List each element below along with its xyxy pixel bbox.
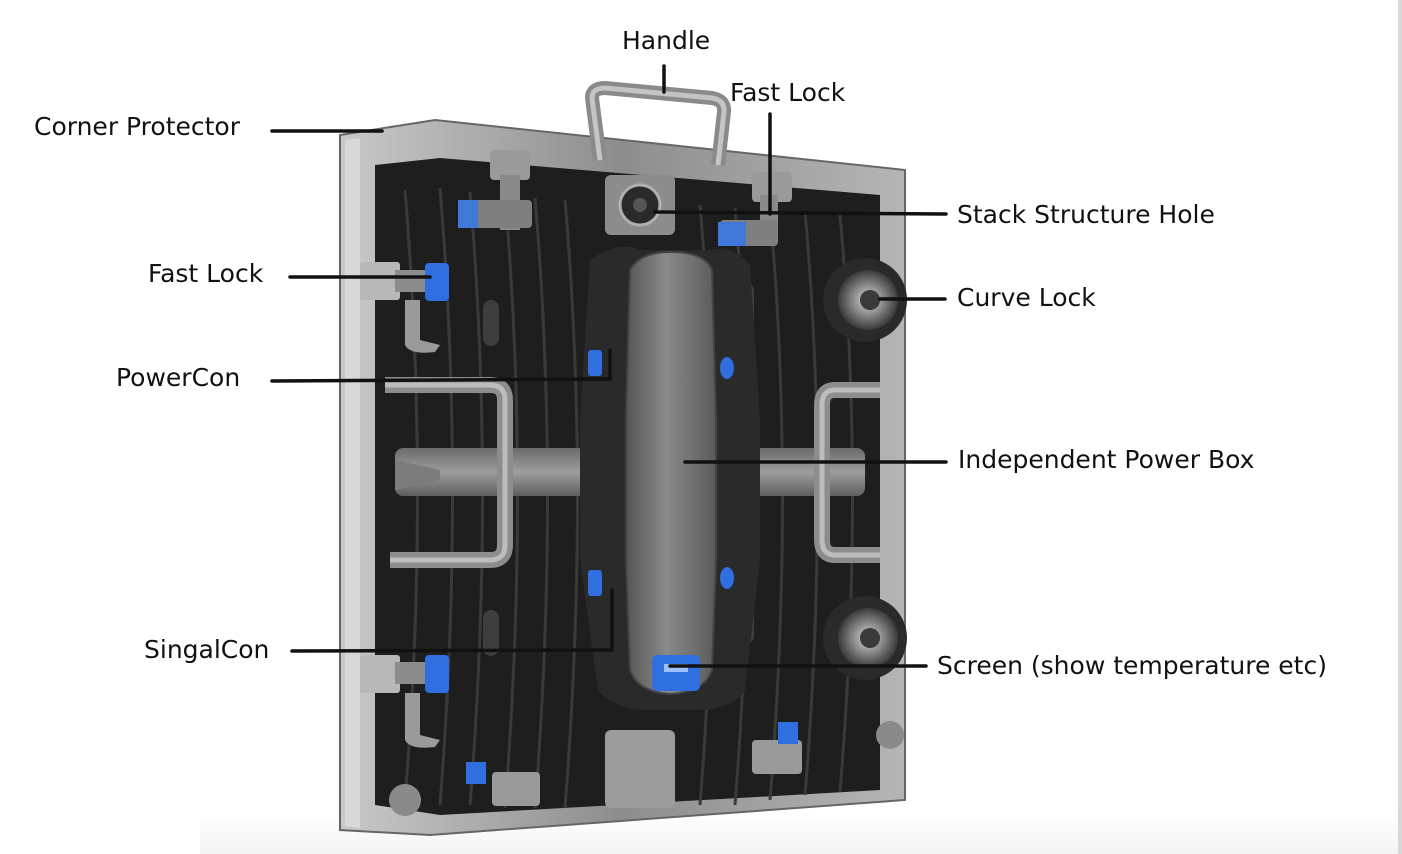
curve-locks xyxy=(823,258,907,680)
stack-structure-hole-shape xyxy=(605,175,675,235)
label-fast-lock-left: Fast Lock xyxy=(148,259,264,288)
label-stack-structure-hole: Stack Structure Hole xyxy=(957,200,1215,229)
label-curve-lock: Curve Lock xyxy=(957,283,1096,312)
label-powercon: PowerCon xyxy=(116,363,241,392)
label-handle: Handle xyxy=(622,26,711,55)
right-edge xyxy=(1398,0,1402,854)
label-corner-protector: Corner Protector xyxy=(34,112,241,141)
label-singalcon: SingalCon xyxy=(144,635,270,664)
left-fast-locks xyxy=(360,262,449,748)
label-independent-power-box: Independent Power Box xyxy=(958,445,1255,474)
side-handles xyxy=(385,377,880,568)
label-screen: Screen (show temperature etc) xyxy=(937,651,1327,680)
handle-shape xyxy=(585,81,732,166)
bottom-brackets xyxy=(389,721,904,816)
label-fast-lock-top: Fast Lock xyxy=(730,78,846,107)
top-fast-locks xyxy=(458,150,792,246)
power-box-shape xyxy=(580,246,760,710)
leader-lines xyxy=(270,64,948,668)
